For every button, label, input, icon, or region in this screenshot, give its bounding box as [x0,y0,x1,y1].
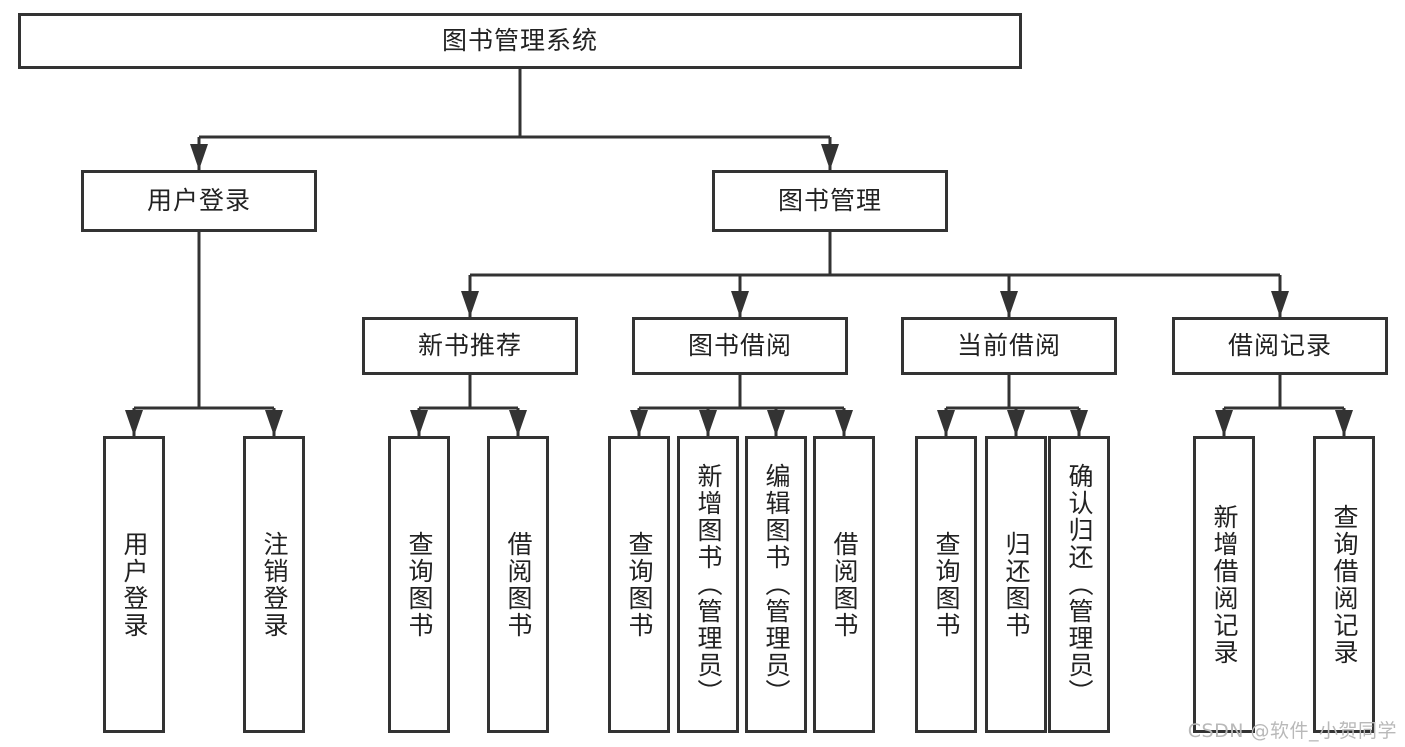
node-label: 用户登录 [120,530,149,639]
node-label: 归还图书 [1002,530,1031,639]
node-user-login[interactable]: 用户登录 [81,170,317,232]
node-leaf-logout[interactable]: 注销登录 [243,436,305,733]
edge-arrowhead [1070,410,1088,436]
node-label: 图书借阅 [687,331,792,360]
node-borrow-record[interactable]: 借阅记录 [1172,317,1388,375]
node-label: 编辑图书（管理员） [762,463,791,706]
node-leaf-borrow-book-1[interactable]: 借阅图书 [487,436,549,733]
node-label: 图书管理 [777,186,882,215]
edge-arrowhead [1007,410,1025,436]
edge-arrowhead [699,410,717,436]
node-label: 新增借阅记录 [1210,503,1239,666]
node-current-borrow[interactable]: 当前借阅 [901,317,1117,375]
edge-arrowhead [821,144,839,170]
edge-arrowhead [509,410,527,436]
node-leaf-query-borrow-record[interactable]: 查询借阅记录 [1313,436,1375,733]
node-leaf-user-login[interactable]: 用户登录 [103,436,165,733]
node-label: 查询图书 [405,530,434,639]
edge-arrowhead [937,410,955,436]
node-leaf-confirm-return-admin[interactable]: 确认归还（管理员） [1048,436,1110,733]
node-leaf-return-book[interactable]: 归还图书 [985,436,1047,733]
node-label: 确认归还（管理员） [1065,463,1094,706]
node-label: 用户登录 [146,186,251,215]
node-label: 当前借阅 [956,331,1061,360]
node-label: 查询借阅记录 [1330,503,1359,666]
node-leaf-query-book-3[interactable]: 查询图书 [915,436,977,733]
edge-arrowhead [767,410,785,436]
node-leaf-edit-book-admin[interactable]: 编辑图书（管理员） [745,436,807,733]
node-label: 图书管理系统 [441,26,598,55]
node-root-system[interactable]: 图书管理系统 [18,13,1022,69]
edge-arrowhead [1335,410,1353,436]
edge-arrowhead [1271,291,1289,317]
node-leaf-query-book-2[interactable]: 查询图书 [608,436,670,733]
edge-arrowhead [265,410,283,436]
edge-arrowhead [190,144,208,170]
node-label: 注销登录 [260,530,289,639]
edge-arrowhead [835,410,853,436]
node-label: 借阅记录 [1227,331,1332,360]
edge-arrowhead [410,410,428,436]
node-leaf-add-book-admin[interactable]: 新增图书（管理员） [677,436,739,733]
csdn-watermark: CSDN @软件_小贺同学 [1187,720,1397,742]
edge-arrowhead [125,410,143,436]
edge-arrowhead [461,291,479,317]
edge-arrowhead [1215,410,1233,436]
node-leaf-query-book-1[interactable]: 查询图书 [388,436,450,733]
node-leaf-borrow-book-2[interactable]: 借阅图书 [813,436,875,733]
node-leaf-add-borrow-record[interactable]: 新增借阅记录 [1193,436,1255,733]
edge-arrowhead [731,291,749,317]
node-book-borrow[interactable]: 图书借阅 [632,317,848,375]
node-label: 借阅图书 [830,530,859,639]
node-label: 新书推荐 [417,331,522,360]
edge-arrowhead [1000,291,1018,317]
node-label: 查询图书 [625,530,654,639]
node-label: 新增图书（管理员） [694,463,723,706]
edge-arrowhead [630,410,648,436]
node-book-management[interactable]: 图书管理 [712,170,948,232]
node-label: 查询图书 [932,530,961,639]
node-new-book-recommend[interactable]: 新书推荐 [362,317,578,375]
node-label: 借阅图书 [504,530,533,639]
